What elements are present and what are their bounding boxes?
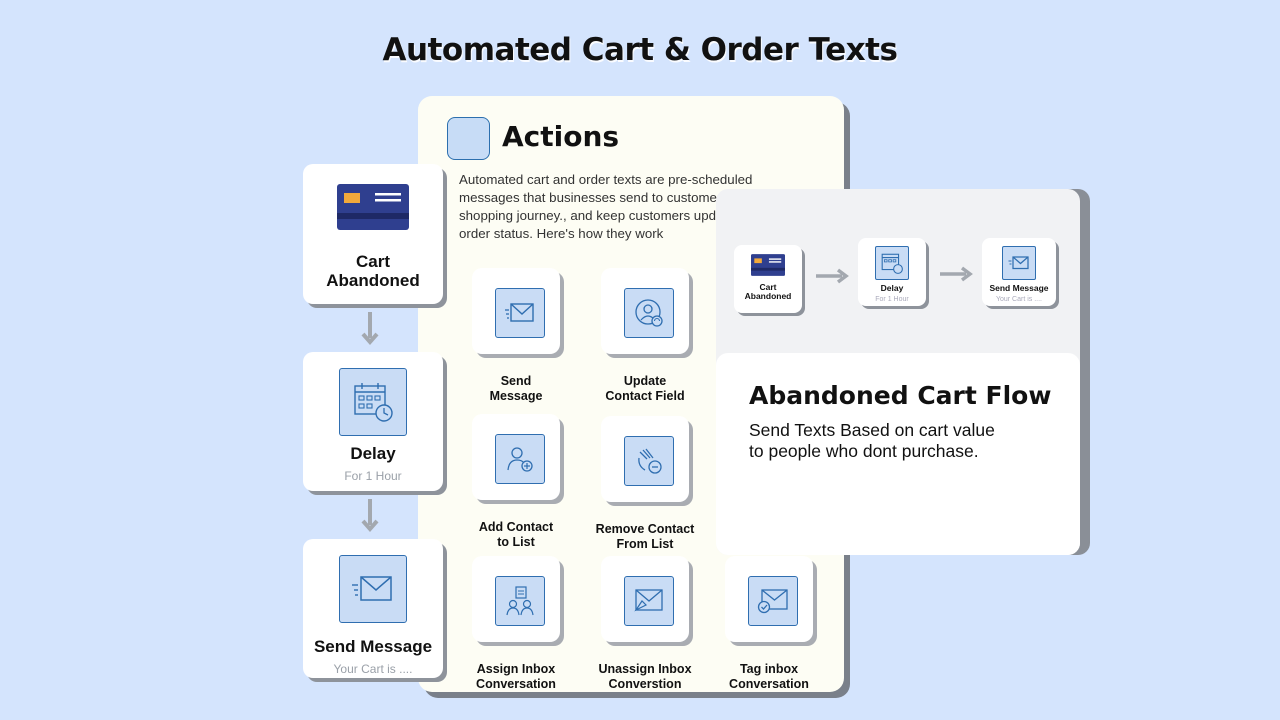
envelope-icon xyxy=(1002,246,1036,280)
assign-inbox-icon xyxy=(495,576,545,626)
action-label: Assign Inbox Conversation xyxy=(476,662,556,691)
action-add-contact-to-list[interactable]: Add Contact to List xyxy=(446,414,586,550)
action-label: Add Contact to List xyxy=(478,520,554,549)
contact-field-icon xyxy=(624,288,674,338)
mini-step-label: Delay xyxy=(880,283,904,293)
action-card[interactable] xyxy=(601,268,689,354)
mini-step-cart-abandoned[interactable]: Cart Abandoned xyxy=(734,245,802,313)
abandoned-cart-info: Abandoned Cart Flow Send Texts Based on … xyxy=(716,353,1080,555)
calendar-clock-icon xyxy=(339,368,407,436)
action-card[interactable] xyxy=(472,268,560,354)
action-card[interactable] xyxy=(601,556,689,642)
flow-step-label: Send Message xyxy=(313,637,433,656)
action-label: Remove Contact From List xyxy=(595,522,695,551)
credit-card-icon xyxy=(337,184,409,230)
mini-step-sub: Your Cart is .... xyxy=(995,296,1043,303)
action-update-contact-field[interactable]: Update Contact Field xyxy=(575,268,715,404)
action-remove-contact-from-list[interactable]: Remove Contact From List xyxy=(575,416,715,552)
arrow-right-icon xyxy=(940,266,973,282)
flow-step-sub: Your Cart is .... xyxy=(333,662,413,676)
actions-panel-title: Actions xyxy=(502,120,620,153)
send-message-icon xyxy=(495,288,545,338)
flow-step-delay[interactable]: Delay For 1 Hour xyxy=(303,352,443,491)
action-card[interactable] xyxy=(472,556,560,642)
actions-panel-icon xyxy=(447,117,490,160)
action-card[interactable] xyxy=(601,416,689,502)
tag-inbox-icon xyxy=(748,576,798,626)
actions-panel-description: Automated cart and order texts are pre-s… xyxy=(459,172,799,241)
action-assign-inbox-conversation[interactable]: Assign Inbox Conversation xyxy=(446,556,586,692)
action-label: Tag inbox Conversation xyxy=(729,662,809,691)
action-tag-inbox-conversation[interactable]: Tag inbox Conversation xyxy=(699,556,839,692)
abandoned-cart-title: Abandoned Cart Flow xyxy=(749,381,1052,410)
arrow-down-icon xyxy=(361,499,379,533)
remove-contact-icon xyxy=(624,436,674,486)
mini-step-delay[interactable]: Delay For 1 Hour xyxy=(858,238,926,306)
mini-step-send-message[interactable]: Send Message Your Cart is .... xyxy=(982,238,1056,306)
mini-step-label: Cart Abandoned xyxy=(744,282,792,301)
mini-step-label: Send Message xyxy=(989,283,1049,293)
unassign-inbox-icon xyxy=(624,576,674,626)
calendar-clock-icon xyxy=(875,246,909,280)
page-title: Automated Cart & Order Texts xyxy=(382,32,898,68)
arrow-right-icon xyxy=(816,268,849,284)
abandoned-cart-description: Send Texts Based on cart value to people… xyxy=(749,420,995,461)
action-label: Unassign Inbox Converstion xyxy=(598,662,692,691)
flow-step-label: Cart Abandoned xyxy=(326,252,420,290)
arrow-down-icon xyxy=(361,312,379,346)
action-unassign-inbox-conversation[interactable]: Unassign Inbox Converstion xyxy=(575,556,715,692)
flow-step-send-message[interactable]: Send Message Your Cart is .... xyxy=(303,539,443,678)
flow-step-cart-abandoned[interactable]: Cart Abandoned xyxy=(303,164,443,304)
flow-step-label: Delay xyxy=(350,444,396,463)
envelope-icon xyxy=(339,555,407,623)
action-send-message[interactable]: Send Message xyxy=(446,268,586,404)
abandoned-cart-panel: Cart Abandoned Delay For 1 Hour Send Mes… xyxy=(716,189,1080,555)
mini-step-sub: For 1 Hour xyxy=(875,296,909,303)
action-label: Update Contact Field xyxy=(605,374,685,403)
add-contact-icon xyxy=(495,434,545,484)
action-card[interactable] xyxy=(725,556,813,642)
action-card[interactable] xyxy=(472,414,560,500)
flow-step-sub: For 1 Hour xyxy=(344,469,402,483)
credit-card-icon xyxy=(751,254,785,276)
action-label: Send Message xyxy=(489,374,543,403)
